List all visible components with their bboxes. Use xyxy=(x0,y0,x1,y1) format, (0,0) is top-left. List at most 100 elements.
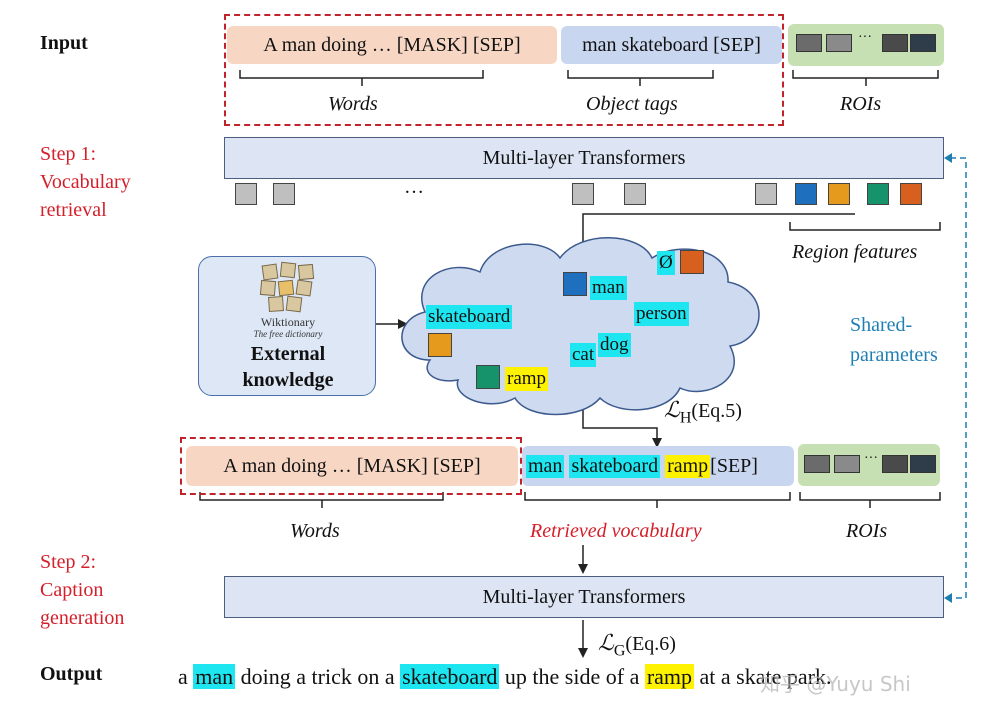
token-ellipsis: … xyxy=(404,176,424,198)
row-label-step2: Step 2: Caption generation xyxy=(40,548,124,632)
arrow-head-transformer2 xyxy=(578,564,588,574)
step2-line1: Step 2: xyxy=(40,551,97,573)
shared-line1: Shared- xyxy=(850,314,913,336)
out-w7: at a skate park. xyxy=(699,664,832,689)
roi-thumb-4 xyxy=(910,455,936,473)
loss-h-eq: (Eq.5) xyxy=(691,400,742,422)
brace-retrieved-bottom xyxy=(524,492,791,508)
cloud-square-blue xyxy=(563,272,587,296)
top-tags-label: Object tags xyxy=(586,93,678,115)
roi-thumb-3 xyxy=(882,455,908,473)
external-knowledge-box: Wiktionary The free dictionary External … xyxy=(198,256,376,396)
top-roi-label: ROIs xyxy=(840,93,882,115)
step2-line2: Caption xyxy=(40,579,104,601)
token-square xyxy=(235,183,257,205)
cloud-square-orange xyxy=(428,333,452,357)
brace-region xyxy=(789,222,941,231)
arrow-region-to-cloud xyxy=(582,213,855,248)
cloud-word-man: man xyxy=(590,276,627,300)
token-square xyxy=(572,183,594,205)
retrieved-skateboard: skateboard xyxy=(569,454,661,478)
token-square xyxy=(273,183,295,205)
step2-line3: generation xyxy=(40,607,125,629)
transformer-step2: Multi-layer Transformers xyxy=(224,576,944,618)
loss-h-sub: H xyxy=(679,409,692,427)
out-w5: up the side of a xyxy=(504,664,640,689)
bottom-dashed-frame xyxy=(180,437,522,495)
loss-h-symbol: ℒ xyxy=(664,397,680,422)
top-words-box: A man doing … [MASK] [SEP] xyxy=(227,26,557,64)
retrieved-vocab-label: Retrieved vocabulary xyxy=(530,520,702,542)
retrieved-man: man xyxy=(526,454,565,478)
arrow-head-retrieved xyxy=(652,438,662,448)
out-w2: man xyxy=(193,664,236,689)
token-square xyxy=(624,183,646,205)
roi-thumb-1 xyxy=(796,34,822,52)
brace-roi-top xyxy=(792,70,939,86)
roi-thumb-4 xyxy=(910,34,936,52)
roi-thumb-3 xyxy=(882,34,908,52)
shared-params-label: Shared- parameters xyxy=(850,310,938,370)
external-label-line2: knowledge xyxy=(242,369,334,391)
retrieved-ramp: ramp xyxy=(665,454,711,478)
brace-tags-top xyxy=(567,70,714,86)
cloud-word-person: person xyxy=(634,302,689,326)
step1-line2: Vocabulary xyxy=(40,171,131,193)
shared-line2: parameters xyxy=(850,344,938,366)
loss-g: ℒG(Eq.6) xyxy=(598,630,676,660)
cloud-word-skateboard: skateboard xyxy=(426,305,513,329)
out-w4: skateboard xyxy=(400,664,500,689)
cloud-word-empty: Ø xyxy=(657,251,675,275)
retrieved-vocab-box: man skateboard ramp[SEP] xyxy=(522,446,794,486)
step1-line3: retrieval xyxy=(40,199,107,221)
cloud-square-teal xyxy=(476,365,500,389)
wiktionary-logo-icon xyxy=(259,261,315,313)
shared-arrow-top xyxy=(944,153,952,163)
loss-g-sub: G xyxy=(613,642,626,660)
roi-thumb-2 xyxy=(834,455,860,473)
cloud-square-darkorange xyxy=(680,250,704,274)
input-dashed-frame xyxy=(224,14,784,126)
brace-words-bottom xyxy=(199,492,444,508)
region-square-orange xyxy=(828,183,850,205)
row-label-output: Output xyxy=(40,663,103,685)
row-label-step1: Step 1: Vocabulary retrieval xyxy=(40,140,131,224)
token-square xyxy=(755,183,777,205)
retrieved-sep: [SEP] xyxy=(710,454,758,477)
roi-thumb-1 xyxy=(804,455,830,473)
top-words-label: Words xyxy=(328,93,378,115)
step1-line1: Step 1: xyxy=(40,143,97,165)
region-features-label: Region features xyxy=(792,241,918,263)
wiktionary-name: Wiktionary xyxy=(260,315,316,329)
bottom-words-box: A man doing … [MASK] [SEP] xyxy=(186,446,518,486)
transformer-step1: Multi-layer Transformers xyxy=(224,137,944,179)
loss-g-symbol: ℒ xyxy=(598,630,614,655)
shared-params-line xyxy=(946,157,967,599)
loss-h: ℒH(Eq.5) xyxy=(664,397,742,427)
roi-thumb-2 xyxy=(826,34,852,52)
bottom-roi-box: ··· xyxy=(798,444,940,486)
external-label-line1: External xyxy=(250,343,326,365)
bottom-words-label: Words xyxy=(290,520,340,542)
arrow-head-output xyxy=(578,648,588,658)
cloud-word-cat: cat xyxy=(570,343,597,367)
top-tags-box: man skateboard [SEP] xyxy=(561,26,782,64)
output-sentence: a man doing a trick on a skateboard up t… xyxy=(178,664,831,690)
brace-roi-bottom xyxy=(799,492,941,508)
bottom-roi-label: ROIs xyxy=(846,520,888,542)
region-square-blue xyxy=(795,183,817,205)
out-w3: doing a trick on a xyxy=(240,664,395,689)
out-w6: ramp xyxy=(644,664,695,689)
region-square-darkorange xyxy=(900,183,922,205)
cloud-word-dog: dog xyxy=(598,333,631,357)
out-w1: a xyxy=(178,664,188,689)
shared-arrow-bottom xyxy=(944,593,952,603)
arrow-head-external xyxy=(398,319,408,329)
top-roi-box: ··· xyxy=(788,24,944,66)
brace-words-top xyxy=(239,70,484,86)
arrow-cloud-to-retrieved xyxy=(582,410,658,440)
roi-dots: ··· xyxy=(858,30,872,45)
region-square-teal xyxy=(867,183,889,205)
wiktionary-sub: The free dictionary xyxy=(253,329,323,339)
watermark: 知乎 @Yuyu Shi xyxy=(760,672,911,696)
